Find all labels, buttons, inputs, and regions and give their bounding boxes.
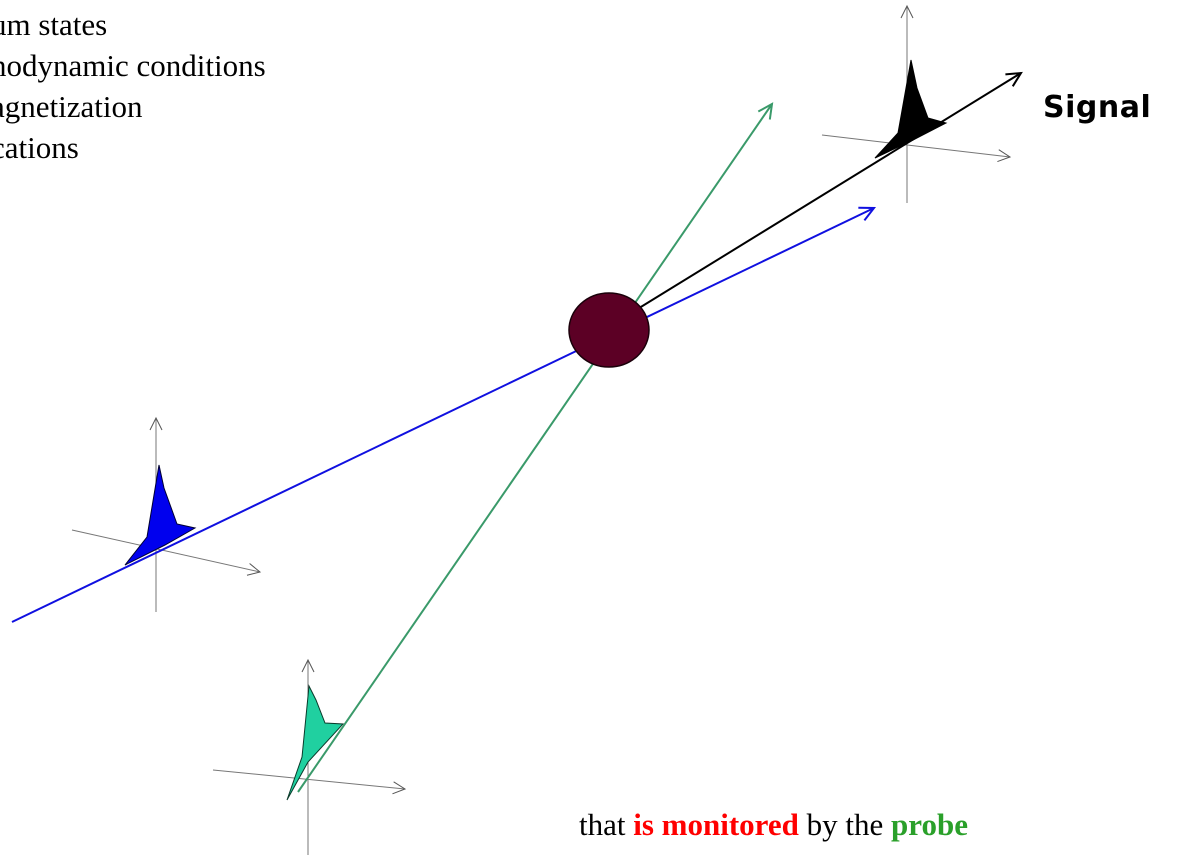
caption: that is monitored by the probe: [579, 807, 968, 843]
caption-prefix: that: [579, 807, 634, 842]
caption-probe: probe: [891, 807, 968, 842]
signal-pulse: [874, 59, 948, 159]
green-beam: [297, 102, 774, 793]
sample-dot: [568, 292, 650, 368]
green-axis-horizontal: [212, 769, 407, 795]
caption-middle: by the: [798, 807, 892, 842]
blue-beam: [11, 206, 877, 623]
bullet-item: agnetization: [0, 89, 143, 124]
bullet-item: nodynamic conditions: [0, 48, 266, 83]
caption-monitored: is monitored: [633, 807, 799, 842]
blue-pulse: [124, 464, 197, 566]
signal-axis-horizontal: [821, 134, 1012, 163]
bullet-item: cations: [0, 130, 79, 165]
green-pulse: [286, 684, 345, 801]
blue-axis-horizontal: [71, 529, 262, 576]
signal-label: Signal: [1043, 90, 1152, 125]
bullet-item: um states: [0, 7, 108, 42]
signal-beam: [609, 71, 1023, 327]
bullet-list: um states nodynamic conditions agnetizat…: [0, 4, 266, 168]
